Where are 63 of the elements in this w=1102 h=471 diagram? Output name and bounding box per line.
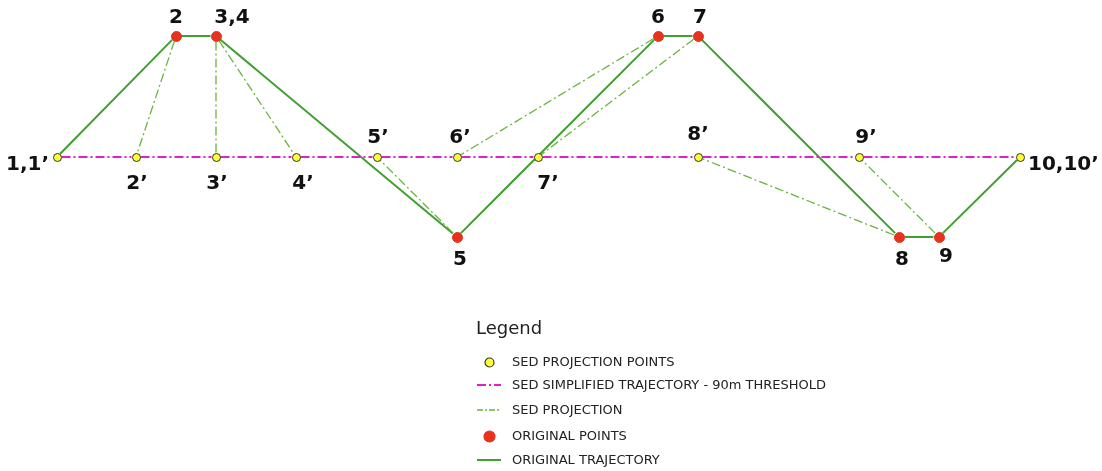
dash-dot-line — [540, 38, 695, 155]
point-label: 5’ — [367, 126, 389, 146]
dash-dot-line — [299, 156, 374, 158]
dash-dot-line — [701, 156, 856, 158]
projection-point — [52, 152, 62, 162]
point-label: 2 — [169, 6, 183, 26]
projection-point — [1015, 152, 1025, 162]
trajectory-line — [903, 236, 935, 238]
dash-dot-line — [218, 39, 295, 154]
dash-dot-line — [139, 156, 213, 158]
original-point — [893, 231, 905, 243]
point-label: 5 — [453, 248, 467, 268]
projection-point — [291, 152, 301, 162]
trajectory-line — [700, 38, 897, 235]
dash-dot-line — [541, 156, 695, 158]
dash-dot-line — [215, 40, 217, 154]
point-label: 1,1’ — [5, 153, 49, 173]
trajectory-line — [219, 38, 454, 235]
original-point — [933, 231, 945, 243]
point-label: 9 — [939, 245, 953, 265]
dash-dot-line — [380, 156, 454, 158]
point-label: 4’ — [292, 172, 314, 192]
dash-dot-line — [60, 156, 133, 158]
point-label: 3’ — [206, 172, 228, 192]
projection-point — [131, 152, 141, 162]
legend-text: SED SIMPLIFIED TRAJECTORY - 90m THRESHOLD — [512, 378, 827, 391]
legend-title: Legend — [476, 319, 543, 337]
point-label: 3,4 — [214, 6, 250, 26]
projection-point — [372, 152, 382, 162]
trajectory-line — [59, 38, 174, 155]
legend-text: SED PROJECTION POINTS — [512, 355, 675, 368]
dash-dot-line — [219, 156, 293, 158]
trajectory-line — [180, 35, 212, 37]
point-label: 2’ — [126, 172, 148, 192]
original-point — [210, 30, 222, 42]
point-label: 6’ — [449, 126, 471, 146]
trajectory-line — [941, 159, 1018, 235]
dash-dot-line — [460, 156, 535, 158]
dash-dot-line — [136, 40, 175, 154]
original-point — [692, 30, 704, 42]
point-label: 7’ — [537, 172, 559, 192]
legend-text: ORIGINAL TRAJECTORY — [512, 453, 660, 466]
trajectory-line — [459, 38, 656, 235]
legend-text: SED PROJECTION — [512, 403, 623, 416]
projection-point — [533, 152, 543, 162]
original-point — [170, 30, 182, 42]
dash-dot-line — [862, 156, 1017, 158]
point-label: 10,10’ — [1028, 153, 1099, 173]
point-label: 7 — [693, 6, 707, 26]
point-label: 6 — [651, 6, 665, 26]
point-label: 9’ — [855, 126, 877, 146]
original-point — [652, 30, 664, 42]
point-label: 8’ — [687, 123, 709, 143]
original-point — [451, 231, 463, 243]
trajectory-line — [662, 35, 694, 37]
dash-dot-line — [701, 158, 895, 236]
legend-text: ORIGINAL POINTS — [512, 429, 627, 442]
point-label: 8 — [895, 248, 909, 268]
projection-point — [211, 152, 221, 162]
projection-point — [854, 152, 864, 162]
projection-point — [452, 152, 462, 162]
projection-point — [693, 152, 703, 162]
dash-dot-line — [460, 38, 654, 156]
